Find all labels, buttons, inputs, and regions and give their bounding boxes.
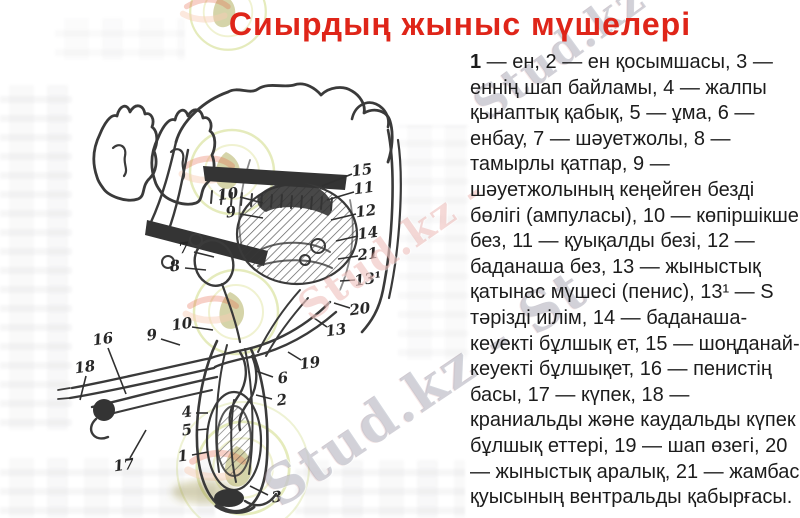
figure-number-label: 15 [350, 160, 373, 181]
pelvic-band [145, 220, 268, 266]
figure-number-label: 7 [177, 238, 190, 257]
leader-line [335, 235, 359, 242]
leader-line [313, 317, 328, 328]
figure-number-label: 9 [145, 325, 158, 344]
leader-line [191, 326, 214, 331]
figure-number-label: 10 [216, 184, 240, 205]
leader-line [321, 173, 353, 187]
figure-number-label: 19 [298, 353, 322, 374]
figure-number-label: 18 [73, 357, 97, 378]
leader-line [249, 485, 269, 496]
figure-number-label: 6 [276, 368, 289, 387]
leader-line [195, 428, 209, 431]
leader-line [330, 213, 357, 221]
figure-number-label: 5 [180, 420, 193, 439]
gland-mass [235, 182, 359, 286]
caption-lead-number: 1 [470, 51, 482, 73]
leader-line [184, 267, 207, 271]
penis-outline [57, 300, 338, 440]
figure-number-label: 17 [112, 455, 136, 476]
figure-number-label: 4 [180, 402, 193, 421]
leader-line [193, 251, 215, 258]
scrotum-outline [195, 339, 278, 514]
leader-line [255, 370, 274, 378]
figure-number-label: 10 [170, 314, 194, 335]
leader-line [79, 375, 87, 401]
leader-line [287, 351, 302, 361]
bladder-loop [161, 233, 242, 344]
figure-number-label: 1 [176, 446, 189, 465]
page-title: Сиырдың жыныс мүшелері [228, 6, 692, 42]
figure-number-label: 8 [168, 256, 181, 275]
leader-line [326, 191, 355, 201]
figure-number-label: 21 [355, 244, 379, 265]
leader-line [255, 394, 273, 400]
leader-line [339, 279, 356, 282]
leader-line [107, 347, 127, 395]
leader-line [337, 255, 359, 260]
figure-caption: 1 — ен, 2 — ен қосымшасы, 3 — еннің шап … [470, 50, 800, 511]
leader-line [160, 338, 181, 346]
caption-text: — ен, 2 — ен қосымшасы, 3 — еннің шап ба… [470, 51, 800, 509]
figure-number-label: 12 [354, 201, 377, 222]
figure-number-label: 13¹ [353, 268, 383, 290]
body-outline [149, 82, 402, 334]
figure-number-label: 14 [356, 223, 379, 244]
figure-number-label: 2 [274, 390, 288, 409]
figure-number-label: 11 [352, 178, 375, 199]
leader-line [239, 196, 264, 204]
vertebrae-outline [92, 104, 217, 206]
figure-number-label: 9 [224, 202, 237, 221]
leader-line [239, 213, 264, 219]
figure-number-label: 13 [324, 320, 347, 341]
leader-line [129, 429, 147, 459]
figure-number-label: 16 [91, 329, 115, 350]
figure-number-label: 20 [347, 299, 372, 320]
leader-line [191, 451, 209, 456]
figure-number-label: 3 [270, 487, 283, 506]
leader-line [333, 302, 351, 309]
